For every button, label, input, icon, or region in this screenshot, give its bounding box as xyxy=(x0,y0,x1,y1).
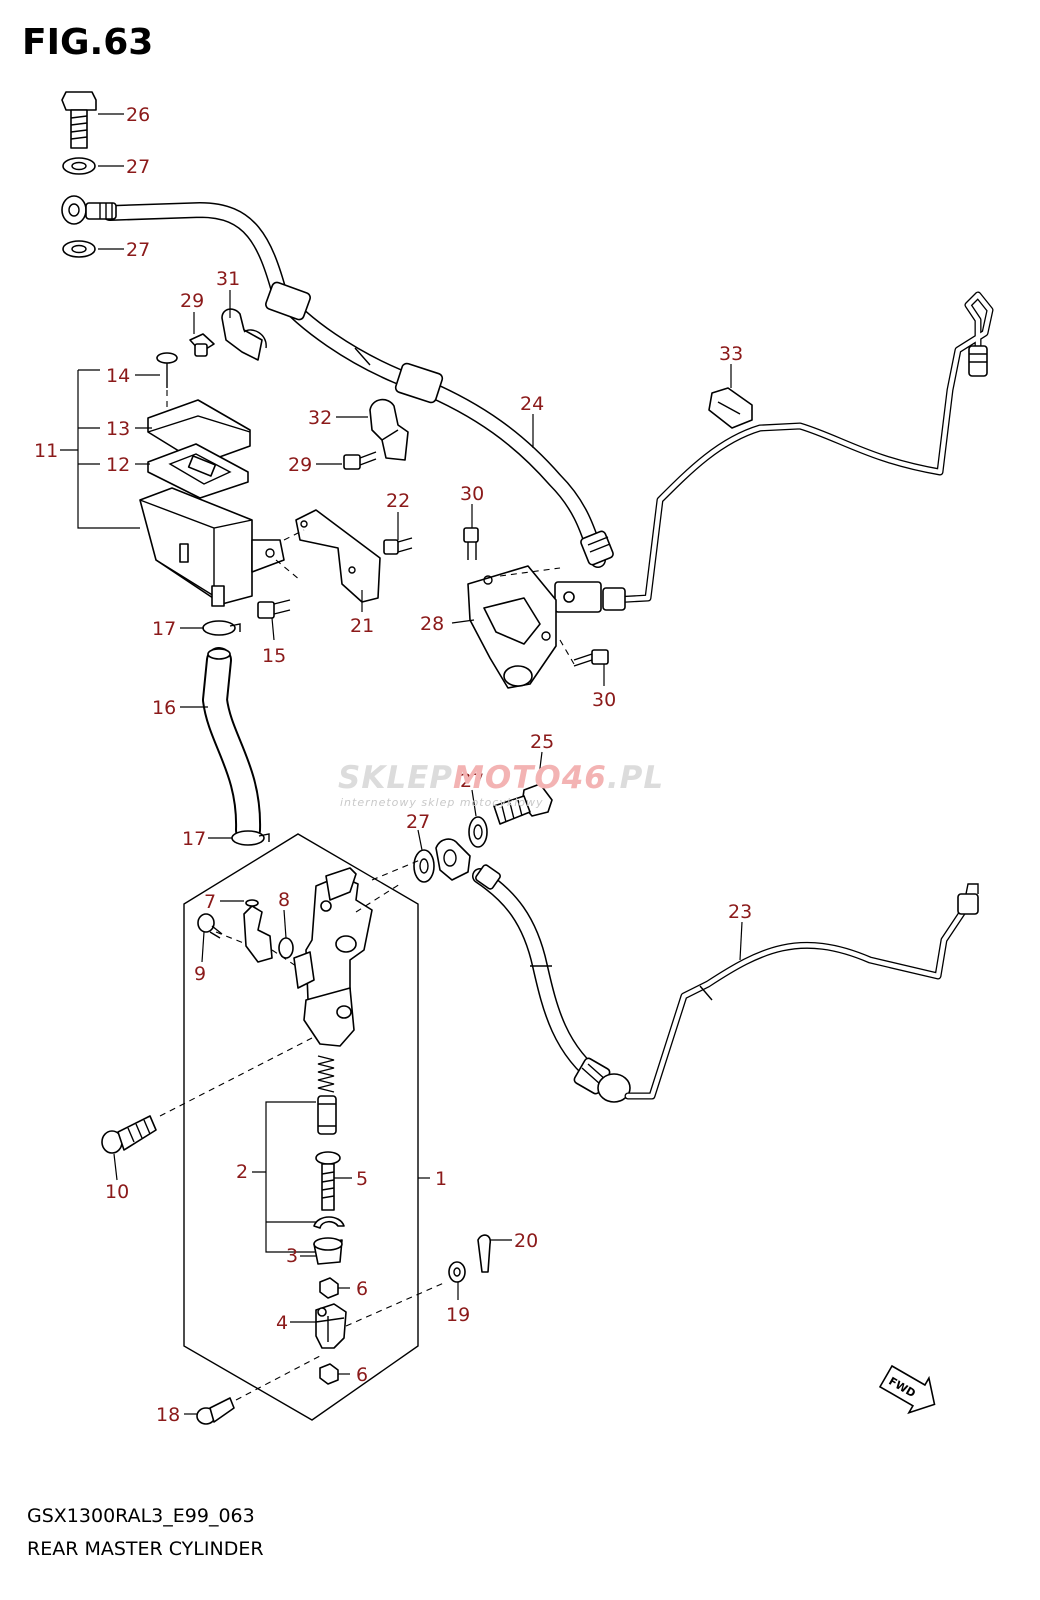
callout-1: 1 xyxy=(435,1168,447,1190)
hose-clip-17-upper xyxy=(202,620,241,636)
brake-hose-lower xyxy=(435,838,631,1103)
reservoir-hose-fitting-7 xyxy=(243,899,273,963)
callout-15: 15 xyxy=(262,645,286,667)
cotter-pin-20 xyxy=(477,1234,492,1273)
callout-19: 19 xyxy=(446,1304,470,1326)
clevis-pin-18 xyxy=(196,1397,235,1425)
watermark-main: SKLEPMOTO46.PL xyxy=(338,760,664,796)
callout-2: 2 xyxy=(236,1161,248,1183)
callout-24: 24 xyxy=(520,393,544,415)
callout-33: 33 xyxy=(719,343,743,365)
callout-5: 5 xyxy=(356,1168,368,1190)
bolt-29-upper xyxy=(189,333,215,357)
callout-27-lower: 27 xyxy=(406,811,430,833)
callout-16: 16 xyxy=(152,697,176,719)
watermark-part-2: MOTO46 xyxy=(453,760,607,796)
fwd-direction-marker: FWD xyxy=(878,1364,936,1415)
callout-14: 14 xyxy=(106,365,130,387)
bolt-30-upper xyxy=(463,527,479,560)
sealing-washer-27-c xyxy=(468,816,488,848)
callout-labels: 26 27 27 31 29 14 13 12 11 32 29 22 21 1… xyxy=(34,104,752,1426)
reservoir-screw-14 xyxy=(156,352,178,388)
callout-31: 31 xyxy=(216,268,240,290)
watermark-sub: internetowy sklep motocyklowy xyxy=(340,796,544,809)
callout-26: 26 xyxy=(126,104,150,126)
footer-title: REAR MASTER CYLINDER xyxy=(27,1538,264,1560)
bracket-28 xyxy=(467,565,557,689)
reservoir-hose-16 xyxy=(202,647,262,843)
clevis-4 xyxy=(315,1303,347,1349)
banjo-fitting-24-lower xyxy=(554,581,602,613)
callout-29-lower: 29 xyxy=(288,454,312,476)
watermark-part-1: SKLEP xyxy=(338,760,453,796)
reservoir-body xyxy=(139,487,285,607)
bolt-30-lower xyxy=(573,649,609,667)
callout-6-lower: 6 xyxy=(356,1364,368,1386)
banjo-bolt-26 xyxy=(61,91,97,149)
bolt-15 xyxy=(257,599,291,619)
callout-17-lower: 17 xyxy=(182,828,206,850)
callout-7: 7 xyxy=(204,891,216,913)
callout-29-upper: 29 xyxy=(180,290,204,312)
sealing-washer-27-upper xyxy=(62,157,96,175)
screw-9 xyxy=(197,913,223,939)
callout-11: 11 xyxy=(34,440,58,462)
callout-30-lower: 30 xyxy=(592,689,616,711)
callout-23: 23 xyxy=(728,901,752,923)
figure-title: FIG.63 xyxy=(22,22,154,63)
callout-18: 18 xyxy=(156,1404,180,1426)
dust-boot-3 xyxy=(313,1237,343,1265)
callout-9: 9 xyxy=(194,963,206,985)
watermark-part-3: .PL xyxy=(606,760,665,796)
callout-3: 3 xyxy=(286,1245,298,1267)
sealing-washer-27-d xyxy=(413,849,435,883)
pushrod-5 xyxy=(315,1151,341,1211)
diaphragm-plate-12 xyxy=(147,443,249,499)
brake-hose-24 xyxy=(61,195,614,568)
callout-6-upper: 6 xyxy=(356,1278,368,1300)
callout-12: 12 xyxy=(106,454,130,476)
callout-10: 10 xyxy=(105,1181,129,1203)
callout-20: 20 xyxy=(514,1230,538,1252)
callout-27-hose: 27 xyxy=(126,239,150,261)
piston-set-2 xyxy=(317,1095,337,1135)
callout-27-banjo: 27 xyxy=(460,770,484,792)
watermark: SKLEPMOTO46.PL internetowy sklep motocyk… xyxy=(338,760,664,809)
callout-30-upper: 30 xyxy=(460,483,484,505)
mounting-bolt-10 xyxy=(101,1115,157,1154)
callout-32: 32 xyxy=(308,407,332,429)
hose-clamp-31 xyxy=(221,308,267,361)
reservoir-bracket-21 xyxy=(295,509,381,603)
bolt-29-lower xyxy=(343,451,377,470)
callout-25: 25 xyxy=(530,731,554,753)
reservoir-cap-13 xyxy=(147,399,251,465)
callout-22: 22 xyxy=(386,490,410,512)
circlip xyxy=(313,1216,345,1229)
assembly-outline-1 xyxy=(183,833,419,1421)
callout-8: 8 xyxy=(278,889,290,911)
nut-6-lower xyxy=(319,1363,339,1385)
master-cylinder-body xyxy=(293,867,373,1047)
o-ring-8 xyxy=(278,937,294,959)
callout-4: 4 xyxy=(276,1312,288,1334)
pipe-clamp-33 xyxy=(708,387,753,429)
callout-17-upper: 17 xyxy=(152,618,176,640)
nut-6-upper xyxy=(319,1277,339,1299)
callout-21: 21 xyxy=(350,615,374,637)
bolt-22 xyxy=(383,537,413,555)
hose-clip-17-lower xyxy=(231,830,270,846)
brake-pipe-23 xyxy=(624,883,979,1100)
hose-clamp-32 xyxy=(369,398,409,461)
washer-19 xyxy=(448,1261,466,1283)
sealing-washer-27-lower xyxy=(62,240,96,258)
spring xyxy=(317,1055,335,1093)
leader-lines xyxy=(60,113,743,1415)
callout-13: 13 xyxy=(106,418,130,440)
callout-28: 28 xyxy=(420,613,444,635)
callout-27-upper: 27 xyxy=(126,156,150,178)
footer-code: GSX1300RAL3_E99_063 xyxy=(27,1505,255,1527)
banjo-bolt-25 xyxy=(493,783,553,825)
brake-pipe-upper xyxy=(602,291,994,611)
